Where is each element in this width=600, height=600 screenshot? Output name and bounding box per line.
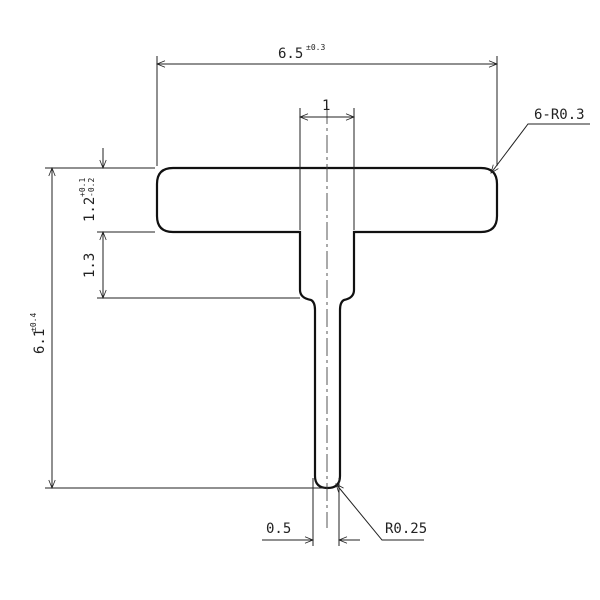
dim-text: 1 — [322, 98, 330, 114]
dim-text: 1.3 — [82, 253, 98, 278]
dim-text: 1.2 — [82, 197, 98, 222]
dim-overall-width: 6.5 ±0.3 — [157, 43, 497, 166]
dim-pin-width: 0.5 — [262, 478, 360, 546]
part-outline — [155, 166, 499, 490]
dim-tolerance: +0.1 — [78, 178, 87, 197]
dim-text: 6-R0.3 — [534, 107, 585, 123]
dim-text: 0.5 — [266, 521, 291, 537]
dim-tolerance: -0.2 — [87, 178, 96, 197]
leader-corner-radius: 6-R0.3 — [491, 107, 590, 173]
dim-text: 6.1 — [32, 329, 48, 354]
leader-tip-radius: R0.25 — [336, 484, 427, 541]
dim-head-neck: 1.2 +0.1 -0.2 1.3 — [78, 148, 300, 298]
dim-tolerance: ±0.3 — [306, 43, 325, 52]
dim-text: R0.25 — [385, 521, 427, 537]
dim-stem-width: 1 — [300, 98, 354, 230]
dim-overall-height: 6.1 ±0.4 — [29, 168, 325, 488]
dim-text: 6.5 — [278, 46, 303, 62]
dim-tolerance: ±0.4 — [29, 313, 38, 332]
